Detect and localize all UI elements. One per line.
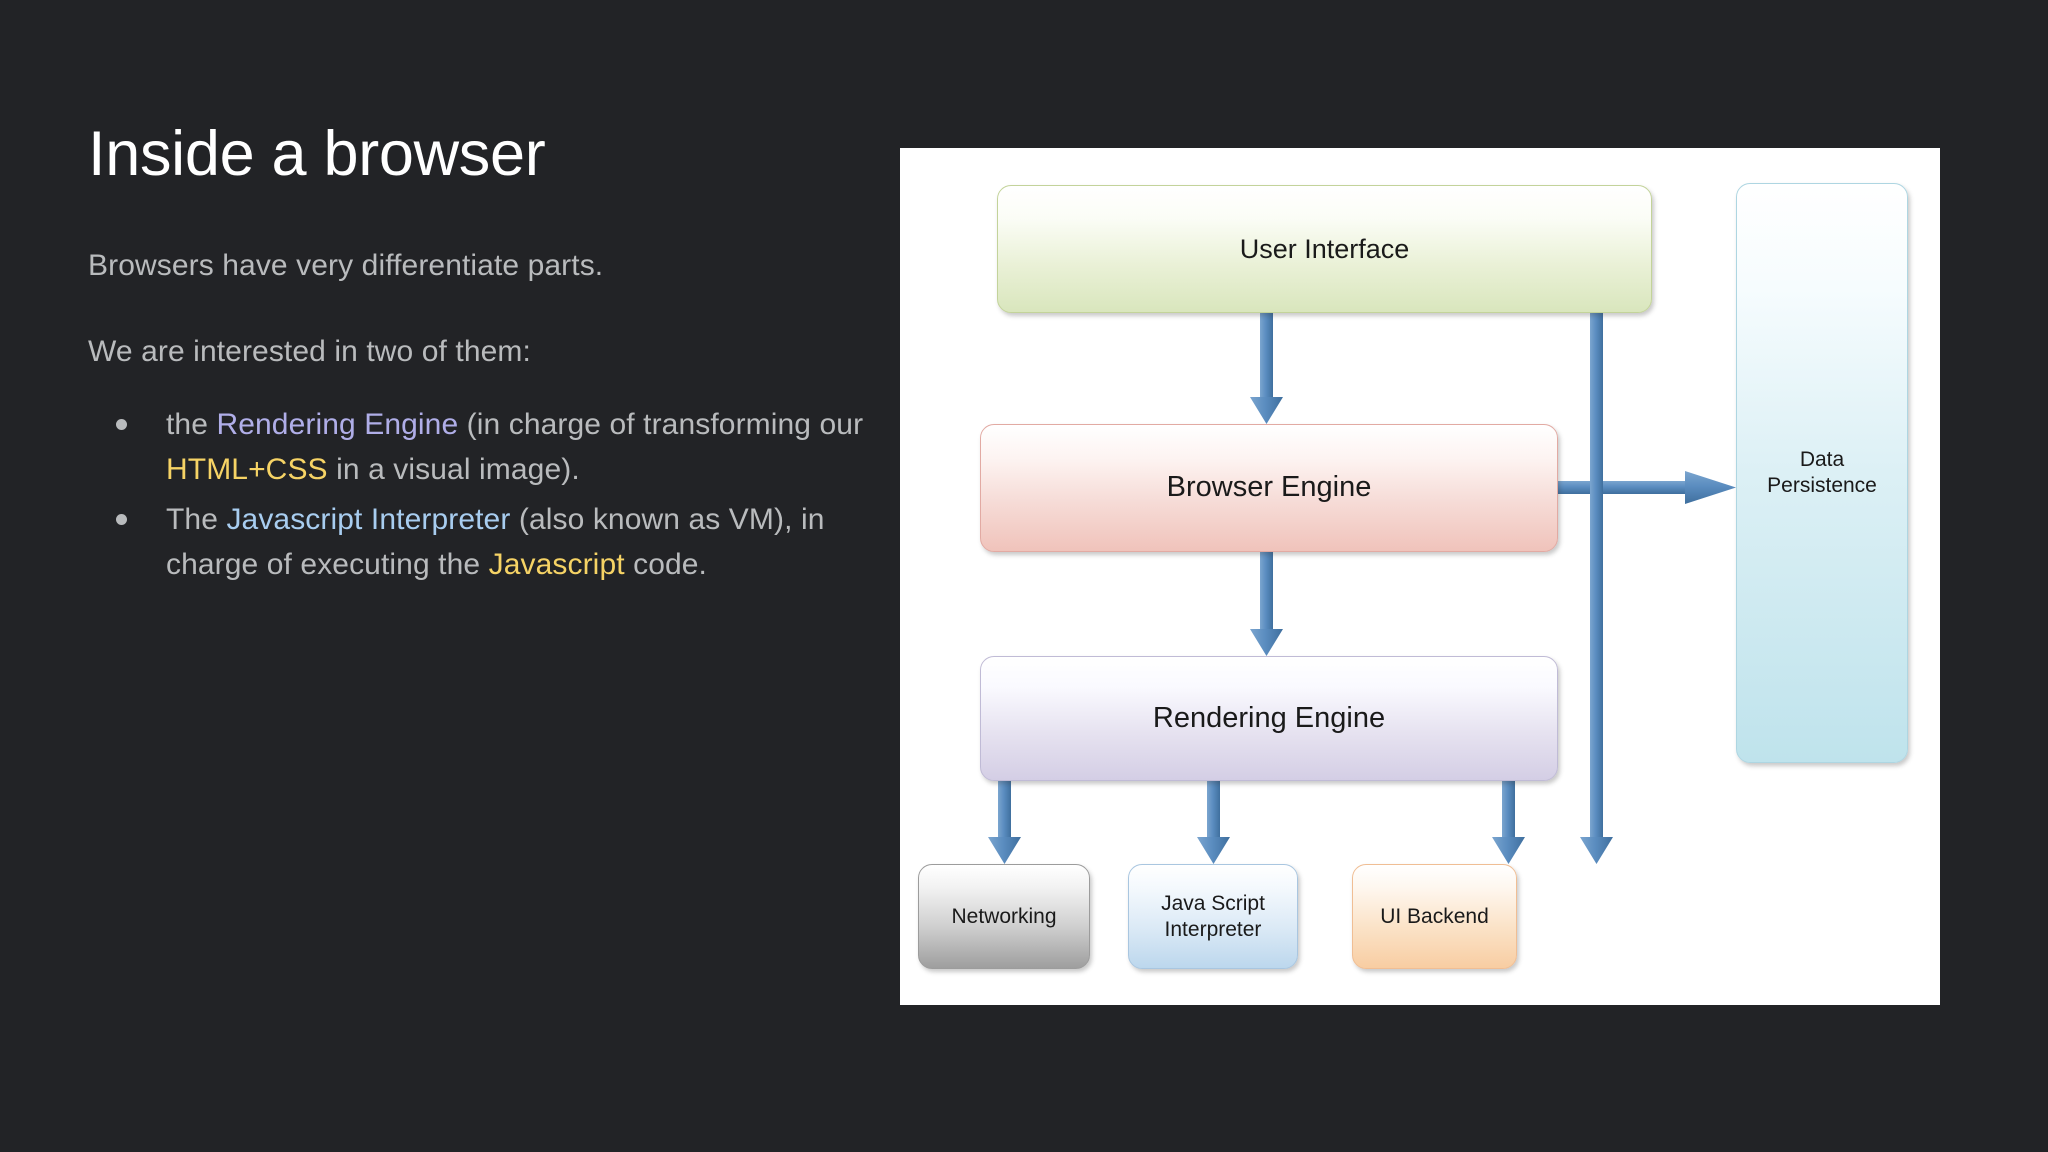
arrow-rendering-engine-to-js-interpreter bbox=[1197, 781, 1230, 864]
intro-paragraph-2: We are interested in two of them: bbox=[88, 334, 531, 368]
arrow-ui-to-browser-engine bbox=[1250, 313, 1283, 424]
diagram-node-user-interface[interactable]: User Interface bbox=[997, 185, 1652, 313]
diagram-node-js-interpreter[interactable]: Java Script Interpreter bbox=[1128, 864, 1298, 969]
bullet-segment: the bbox=[166, 408, 217, 442]
node-label: Browser Engine bbox=[1166, 471, 1372, 504]
node-label: UI Backend bbox=[1380, 904, 1489, 928]
arrow-rendering-engine-to-networking bbox=[988, 781, 1021, 864]
bullet-segment: (in charge of transforming our bbox=[458, 408, 864, 442]
node-label-line-2: Interpreter bbox=[1164, 917, 1262, 941]
node-label-line-2: Persistence bbox=[1767, 474, 1877, 497]
node-label-line-1: Data bbox=[1799, 448, 1845, 472]
diagram-node-networking[interactable]: Networking bbox=[918, 864, 1090, 969]
bullet-segment: (also known as VM), in charge of executi… bbox=[166, 503, 825, 582]
bullet-list: the Rendering Engine (in charge of trans… bbox=[88, 402, 868, 587]
arrow-browser-engine-to-rendering-engine bbox=[1250, 552, 1283, 656]
diagram-node-data-persistence[interactable]: Data Persistence bbox=[1736, 183, 1908, 763]
diagram-arrows-layer bbox=[988, 313, 1736, 864]
node-label: Rendering Engine bbox=[1152, 701, 1386, 734]
bullet-highlight-rendering-engine: Rendering Engine bbox=[216, 408, 459, 442]
node-label: User Interface bbox=[1239, 233, 1410, 264]
arrow-browser-engine-to-data-persistence bbox=[1555, 471, 1736, 504]
bullet-dot-icon bbox=[116, 514, 127, 526]
bullet-text-2: The Javascript Interpreter (also known a… bbox=[166, 503, 825, 581]
browser-architecture-diagram: User Interface Browser Engine Rendering … bbox=[900, 148, 1940, 1005]
bullet-segment: code. bbox=[624, 548, 707, 582]
bullet-dot-icon bbox=[116, 419, 127, 431]
arrow-user-interface-to-ui-backend bbox=[1580, 313, 1613, 864]
node-label-line-1: Java Script bbox=[1161, 891, 1265, 915]
diagram-node-ui-backend[interactable]: UI Backend bbox=[1352, 864, 1517, 969]
bullet-text-1: the Rendering Engine (in charge of trans… bbox=[166, 408, 863, 486]
list-item: The Javascript Interpreter (also known a… bbox=[88, 497, 868, 587]
bullet-segment: The bbox=[166, 503, 227, 537]
bullet-segment: in a visual image). bbox=[327, 453, 580, 487]
page-title: Inside a browser bbox=[88, 119, 546, 189]
diagram-node-rendering-engine[interactable]: Rendering Engine bbox=[980, 656, 1558, 781]
bullet-highlight-javascript-interpreter: Javascript Interpreter bbox=[226, 503, 511, 537]
arrow-rendering-engine-to-ui-backend bbox=[1492, 781, 1525, 864]
node-label: Networking bbox=[951, 904, 1057, 928]
list-item: the Rendering Engine (in charge of trans… bbox=[88, 402, 868, 492]
bullet-highlight-javascript: Javascript bbox=[488, 548, 625, 582]
node-label: Data Persistence bbox=[1767, 447, 1877, 498]
bullet-highlight-html-css: HTML+CSS bbox=[166, 453, 328, 487]
node-label: Java Script Interpreter bbox=[1161, 891, 1265, 942]
slide-text-column: Inside a browser Browsers have very diff… bbox=[88, 120, 868, 592]
diagram-node-browser-engine[interactable]: Browser Engine bbox=[980, 424, 1558, 552]
intro-paragraph-1: Browsers have very differentiate parts. bbox=[88, 249, 604, 283]
